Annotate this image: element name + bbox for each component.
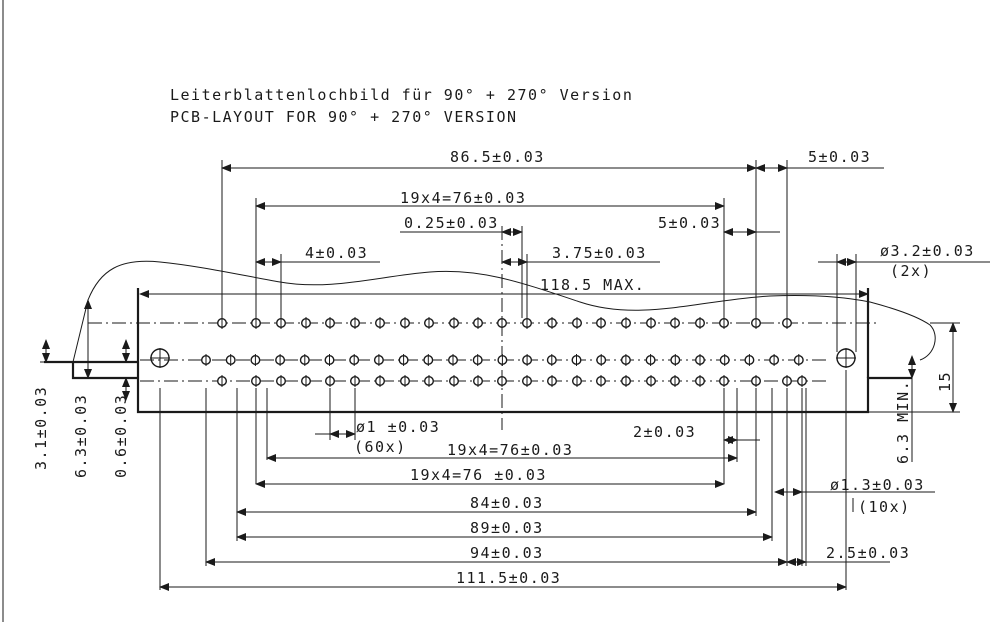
- dim-76-b: 19x4=76 ±0.03: [410, 466, 547, 484]
- dim-3-2-count: (2x): [890, 262, 932, 280]
- dim-1-3: ø1.3±0.03: [830, 476, 925, 494]
- dim-118-5-max: 118.5 MAX.: [540, 276, 645, 294]
- dim-2: 2±0.03: [633, 423, 696, 441]
- dim-3-1: 3.1±0.03: [32, 386, 50, 470]
- dim-0-6: 0.6±0.03: [112, 394, 130, 478]
- dim-hole-1-count: (60x): [354, 438, 407, 456]
- dim-1-3-count: (10x): [858, 498, 911, 516]
- dim-6-3-min: 6.3 MIN.: [894, 380, 912, 464]
- dim-5-inner: 5±0.03: [658, 214, 721, 232]
- dim-2-5: 2.5±0.03: [826, 544, 910, 562]
- dim-4: 4±0.03: [305, 244, 368, 262]
- connector-outline-wave: [72, 260, 936, 363]
- dim-15: 15: [936, 371, 954, 392]
- dim-86-5: 86.5±0.03: [450, 148, 545, 166]
- dim-111-5: 111.5±0.03: [456, 569, 561, 587]
- left-flange-step: [71, 362, 138, 380]
- dimension-lines: [40, 160, 990, 591]
- dim-5-right: 5±0.03: [808, 148, 871, 166]
- connector-housing: [136, 288, 912, 414]
- dim-94: 94±0.03: [470, 544, 544, 562]
- dim-76-top: 19x4=76±0.03: [400, 189, 526, 207]
- dim-3-2: ø3.2±0.03: [880, 242, 975, 260]
- pin-holes: [200, 317, 808, 387]
- dim-3-75: 3.75±0.03: [552, 244, 647, 262]
- dim-0-25: 0.25±0.03: [404, 214, 499, 232]
- dim-76-a: 19x4=76±0.03: [447, 441, 573, 459]
- dim-6-3: 6.3±0.03: [72, 394, 90, 478]
- title-english: PCB-LAYOUT FOR 90° + 270° VERSION: [170, 108, 518, 126]
- title-german: Leiterblattenlochbild für 90° + 270° Ver…: [170, 86, 633, 104]
- dim-hole-1: ø1 ±0.03: [356, 418, 440, 436]
- dim-84: 84±0.03: [470, 494, 544, 512]
- dim-89: 89±0.03: [470, 519, 544, 537]
